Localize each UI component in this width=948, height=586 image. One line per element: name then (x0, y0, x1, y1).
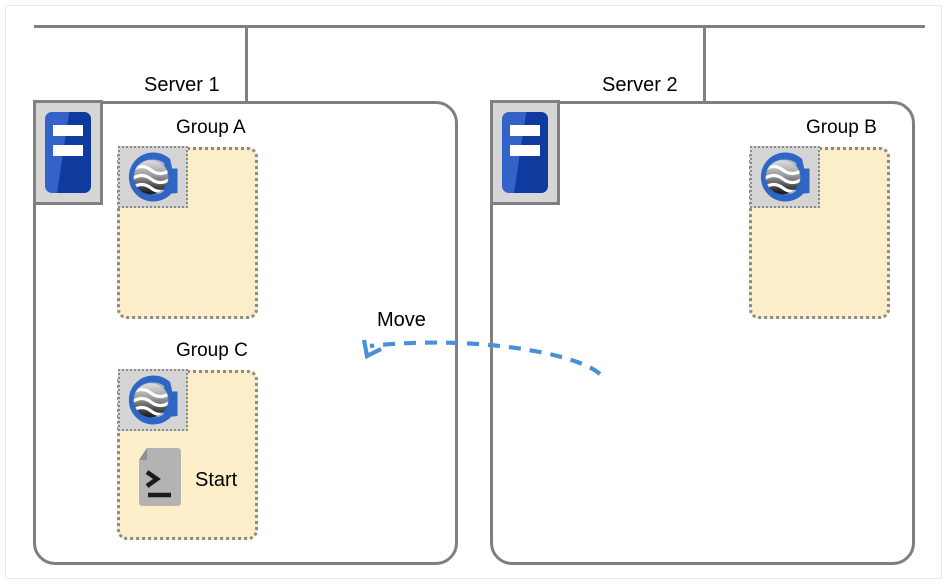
server-slot-bar (510, 125, 540, 136)
server-slot-bar (53, 125, 83, 136)
server-icon-server-2[interactable] (490, 100, 560, 205)
top-rail (34, 25, 925, 28)
script-file-icon (133, 446, 185, 515)
server-slot-bar (510, 145, 540, 156)
app-globe-icon[interactable] (118, 146, 188, 208)
rail-drop-server-1 (245, 25, 248, 103)
script-label-start: Start (195, 469, 238, 491)
group-b-label: Group B (806, 117, 877, 138)
server-slot-bar (53, 145, 83, 156)
server-2-label: Server 2 (602, 74, 678, 96)
curved-dashed-arrow-icon (350, 330, 620, 390)
server-unit-body (45, 112, 91, 193)
group-c-label: Group C (176, 340, 248, 361)
group-a-label: Group A (176, 117, 246, 138)
app-globe-icon[interactable] (118, 369, 188, 431)
move-label: Move (377, 309, 426, 331)
server-2-container[interactable] (490, 101, 915, 565)
app-globe-icon[interactable] (750, 146, 820, 208)
server-1-label: Server 1 (144, 74, 220, 96)
server-icon-server-1[interactable] (33, 100, 103, 205)
server-1-container[interactable] (33, 101, 458, 565)
server-unit-body (502, 112, 548, 193)
rail-drop-server-2 (703, 25, 706, 103)
script-item-start[interactable]: Start (133, 446, 237, 515)
